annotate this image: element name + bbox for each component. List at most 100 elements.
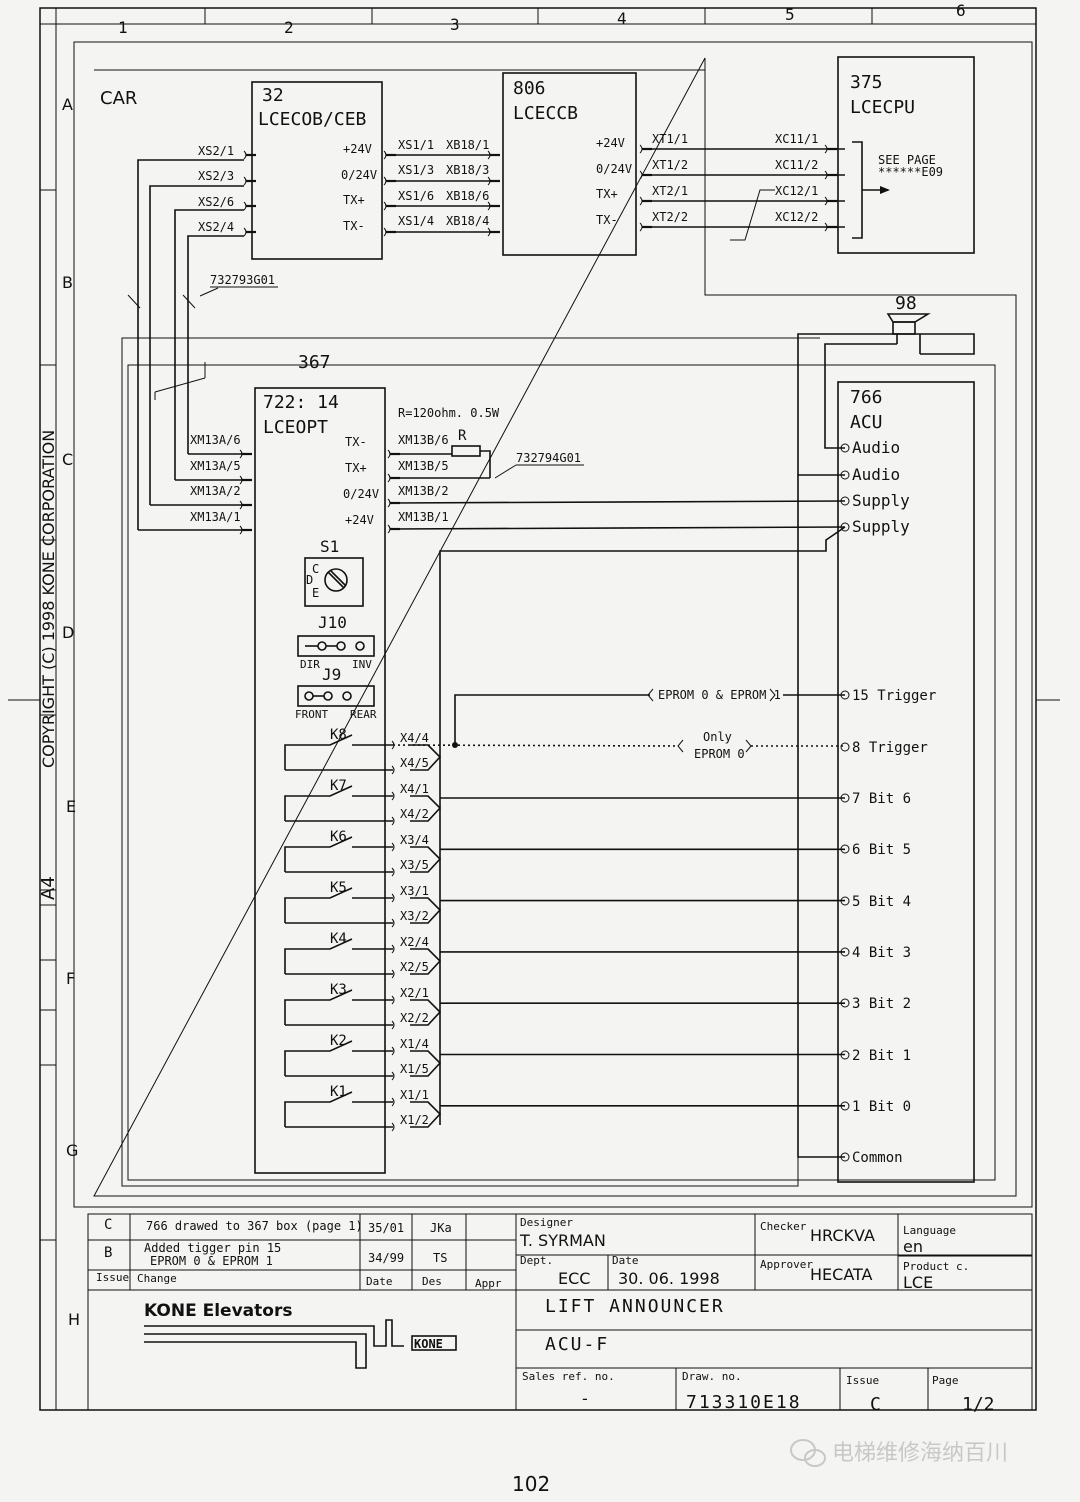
pin-mark bbox=[243, 150, 247, 160]
jumper-j10-dir: DIR bbox=[300, 658, 320, 671]
col-3-label: 3 bbox=[450, 15, 460, 34]
module-32-pin-left-2: XS2/3 bbox=[198, 169, 234, 183]
jumper-j10 bbox=[297, 635, 375, 657]
module-367-number: 367 bbox=[298, 352, 331, 373]
module-32-signal-3: TX+ bbox=[343, 193, 365, 207]
col-4-label: 4 bbox=[617, 9, 627, 28]
row-a-label: A bbox=[62, 95, 73, 114]
pin-mark bbox=[391, 765, 395, 775]
module-375-name: LCECPU bbox=[850, 97, 915, 118]
checker-value: HRCKVA bbox=[810, 1226, 875, 1245]
rev-b-issue: B bbox=[104, 1245, 112, 1261]
terminal-circle bbox=[840, 496, 850, 506]
terminal-circle bbox=[840, 844, 850, 854]
rev-c-date: 35/01 bbox=[368, 1221, 404, 1235]
row-g-label: G bbox=[66, 1141, 78, 1160]
relay-pin-label: X3/1 bbox=[400, 884, 429, 898]
relay-label: K4 bbox=[330, 931, 347, 947]
rev-header-change: Change bbox=[137, 1272, 177, 1285]
approver-label: Approver bbox=[760, 1258, 813, 1271]
switch-s1 bbox=[304, 557, 364, 607]
module-722-signal-2: TX+ bbox=[345, 461, 367, 475]
cable-1-label: 732793G01 bbox=[210, 273, 275, 287]
rev-b-date: 34/99 bbox=[368, 1251, 404, 1265]
designer-label: Designer bbox=[520, 1216, 573, 1229]
rev-c-issue: C bbox=[104, 1217, 112, 1233]
jumper-j10-label: J10 bbox=[318, 613, 347, 632]
drawing-number-label: Draw. no. bbox=[682, 1370, 742, 1383]
acu-terminal-label: 8 Trigger bbox=[852, 740, 928, 756]
switch-s1-pos-e: E bbox=[312, 586, 319, 600]
language-label: Language bbox=[903, 1224, 956, 1237]
relay-contact bbox=[284, 887, 393, 923]
product-value: LCE bbox=[903, 1273, 933, 1292]
relay-pin-label: X2/4 bbox=[400, 935, 429, 949]
module-32-pin-right-2: XS1/3 bbox=[398, 163, 434, 177]
jumper-j9 bbox=[297, 685, 375, 707]
relay-pin-label: X2/5 bbox=[400, 960, 429, 974]
note-eprom-both: EPROM 0 & EPROM 1 bbox=[658, 688, 781, 702]
relay-pin-label: X1/1 bbox=[400, 1088, 429, 1102]
wire-loop bbox=[410, 948, 442, 975]
checker-label: Checker bbox=[760, 1220, 807, 1233]
wire-loop bbox=[410, 1050, 442, 1077]
terminal-circle bbox=[840, 470, 850, 480]
acu-terminal-label: Supply bbox=[852, 517, 910, 536]
sales-ref-label: Sales ref. no. bbox=[522, 1370, 615, 1383]
pin-mark bbox=[383, 176, 387, 186]
relay-pin-label: X4/2 bbox=[400, 807, 429, 821]
wire-loop bbox=[410, 897, 442, 924]
note-eprom0-only: Only bbox=[703, 730, 732, 744]
relay-contact bbox=[284, 785, 393, 821]
module-32-pin-left-1: XS2/1 bbox=[198, 144, 234, 158]
pin-mark bbox=[387, 473, 391, 483]
module-32-name: LCECOB/CEB bbox=[258, 109, 366, 130]
module-722-pin-right-2: XM13B/5 bbox=[398, 459, 449, 473]
module-32-pin-left-3: XS2/6 bbox=[198, 195, 234, 209]
resistor-label: R bbox=[458, 428, 467, 444]
terminal-circle bbox=[840, 998, 850, 1008]
wire-loop bbox=[410, 744, 442, 771]
module-722-name: LCEOPT bbox=[263, 417, 328, 438]
module-766 bbox=[837, 381, 975, 1183]
jumper-j10-inv: INV bbox=[352, 658, 372, 671]
drawing-number-value: 713310E18 bbox=[686, 1392, 802, 1413]
cable-2-label: 732794G01 bbox=[516, 451, 581, 465]
relay-contact bbox=[284, 1040, 393, 1076]
product-label: Product c. bbox=[903, 1260, 969, 1273]
opt-wiring bbox=[138, 333, 975, 1158]
relay-pin-label: X1/2 bbox=[400, 1113, 429, 1127]
relay-label: K1 bbox=[330, 1084, 347, 1100]
module-32-pin-right-4: XS1/4 bbox=[398, 214, 434, 228]
relay-label: K3 bbox=[330, 982, 347, 998]
designer-value: T. SYRMAN bbox=[519, 1231, 606, 1250]
language-value: en bbox=[903, 1237, 923, 1256]
relay-label: K2 bbox=[330, 1033, 347, 1049]
module-806-signal-4: TX- bbox=[596, 213, 618, 227]
wire-loop bbox=[410, 1101, 442, 1128]
module-806-signal-1: +24V bbox=[596, 136, 625, 150]
module-98-number: 98 bbox=[895, 293, 917, 314]
terminal-circle bbox=[840, 1152, 850, 1162]
issue-value: C bbox=[870, 1394, 881, 1415]
module-766-name: ACU bbox=[850, 412, 883, 433]
resistor-spec: R=120ohm. 0.5W bbox=[398, 406, 500, 420]
module-806-pin-right-2: XT1/2 bbox=[652, 158, 688, 172]
rev-b-change-2: EPROM 0 & EPROM 1 bbox=[150, 1254, 273, 1268]
relay-label: K5 bbox=[330, 880, 347, 896]
row-e-label: E bbox=[66, 797, 76, 816]
resistor-symbol bbox=[451, 445, 481, 457]
sales-ref-value: - bbox=[582, 1389, 588, 1408]
module-806-pin-left-4: XB18/4 bbox=[446, 214, 489, 228]
relay-pin-label: X3/2 bbox=[400, 909, 429, 923]
rev-header-des: Des bbox=[422, 1275, 442, 1288]
module-32-pin-right-3: XS1/6 bbox=[398, 189, 434, 203]
relay-pin-label: X2/2 bbox=[400, 1011, 429, 1025]
col-6-label: 6 bbox=[956, 1, 966, 20]
acu-terminal-label: 1 Bit 0 bbox=[852, 1099, 911, 1115]
pin-mark bbox=[391, 1097, 395, 1107]
acu-terminal-label: Audio bbox=[852, 465, 900, 484]
pin-mark bbox=[639, 144, 643, 154]
pin-mark bbox=[391, 969, 395, 979]
module-806-pin-left-1: XB18/1 bbox=[446, 138, 489, 152]
